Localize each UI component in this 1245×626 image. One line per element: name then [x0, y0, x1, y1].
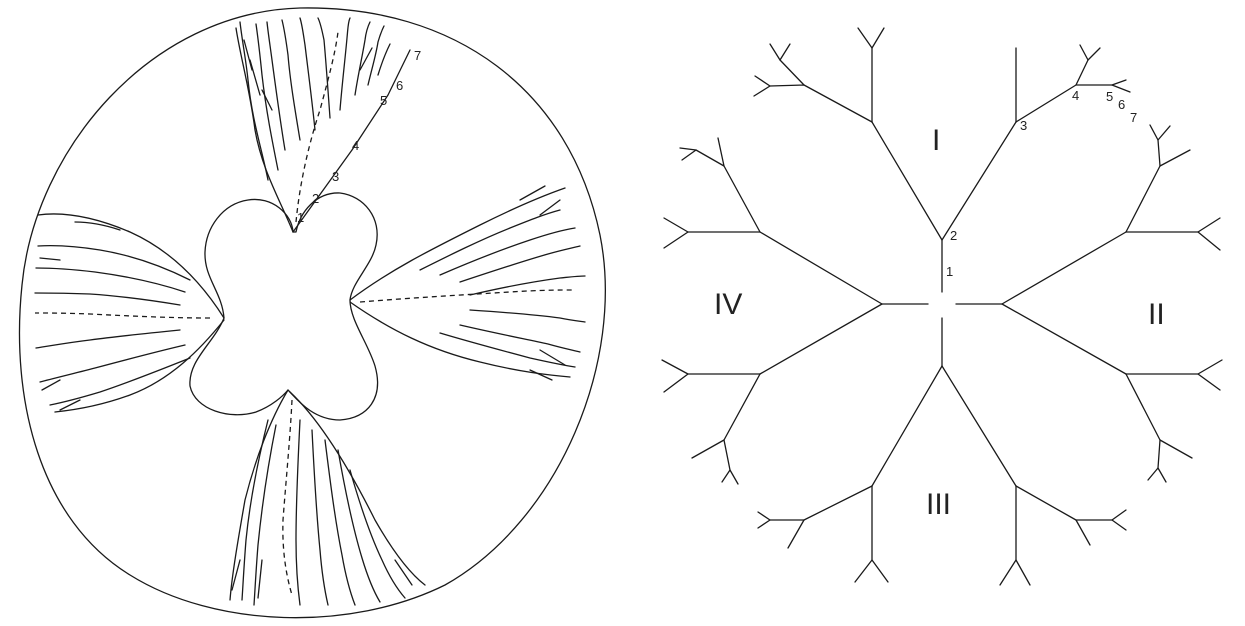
left-branch-number-3: 3	[332, 169, 339, 184]
sector-label-I: I	[932, 124, 940, 157]
sector-label-IV: IV	[714, 288, 742, 321]
left-branch-number-4: 4	[352, 138, 359, 153]
right-branch-number-4: 4	[1072, 88, 1079, 103]
right-branch-number-2: 2	[950, 228, 957, 243]
sector-I-tree	[754, 28, 1130, 240]
right-branch-number-5: 5	[1106, 89, 1113, 104]
right-branch-number-6: 6	[1118, 97, 1125, 112]
bottom-fan	[230, 390, 425, 605]
left-panel: 1 2 3 4 5 6 7	[19, 8, 605, 618]
sector-label-II: II	[1148, 298, 1165, 331]
left-branch-number-6: 6	[396, 78, 403, 93]
sector-III-tree	[758, 366, 1126, 585]
sector-IV-tree	[662, 138, 882, 484]
left-branch-number-7: 7	[414, 48, 421, 63]
sector-II-tree	[1002, 125, 1222, 482]
right-panel: I II III IV 1 2 3 4 5 6 7	[662, 28, 1222, 585]
left-branch-number-5: 5	[380, 93, 387, 108]
right-branch-number-1: 1	[946, 264, 953, 279]
right-fan	[350, 186, 585, 380]
outer-disc-outline	[19, 8, 605, 618]
right-branch-number-3: 3	[1020, 118, 1027, 133]
central-four-lobed-shape	[190, 193, 378, 420]
left-branch-number-1: 1	[297, 210, 304, 225]
left-branch-number-2: 2	[312, 191, 319, 206]
left-fan	[35, 214, 224, 412]
right-branch-number-7: 7	[1130, 110, 1137, 125]
trunk-lines	[882, 240, 1002, 366]
sector-label-III: III	[926, 488, 951, 521]
